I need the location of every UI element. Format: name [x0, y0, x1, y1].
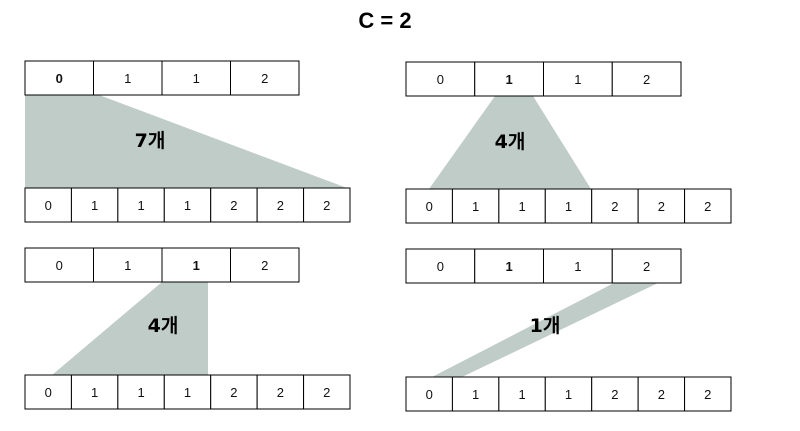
array-cell-value: 2 — [261, 71, 268, 86]
count-label-3: 1개 — [530, 315, 561, 337]
array-cell — [161, 247, 231, 283]
array-cell-value: 2 — [643, 72, 650, 87]
array-cell — [161, 60, 231, 96]
array-cell — [543, 61, 613, 97]
array-cell-value: 2 — [277, 198, 284, 213]
array-cell-value: 1 — [124, 71, 131, 86]
array-cell — [611, 248, 682, 284]
array-top-1: 0 1 1 2 — [405, 61, 682, 97]
array-cell-value: 2 — [323, 385, 330, 400]
array-cell-value: 1 — [506, 259, 513, 274]
array-cell-value: 1 — [184, 198, 191, 213]
array-cell — [405, 248, 476, 284]
array-cell-value: 1 — [565, 387, 572, 402]
array-cell — [451, 376, 500, 412]
array-cell — [256, 187, 305, 223]
array-cell — [474, 248, 544, 284]
array-cell-value: 1 — [472, 199, 479, 214]
array-cell-value: 2 — [643, 259, 650, 274]
array-cell — [163, 374, 212, 410]
array-cell-value: 1 — [193, 71, 200, 86]
array-cell-value: 2 — [230, 385, 237, 400]
array-cell — [230, 60, 300, 96]
array-cell-value: 0 — [437, 72, 444, 87]
array-cell — [210, 187, 258, 223]
array-top-3: 0 1 1 2 — [405, 248, 682, 284]
array-cell-value: 2 — [323, 198, 330, 213]
array-cell — [684, 188, 732, 224]
array-cell — [544, 188, 593, 224]
array-cell-value: 1 — [574, 72, 581, 87]
diagram-title: C = 2 — [358, 8, 412, 33]
array-cell-value: 1 — [472, 387, 479, 402]
array-cell — [70, 374, 119, 410]
array-top-0: 0 1 1 2 — [24, 60, 300, 96]
array-cell — [24, 187, 72, 223]
array-cell-value: 1 — [91, 385, 98, 400]
array-cell — [303, 374, 351, 410]
array-cell — [637, 188, 686, 224]
array-cell — [498, 188, 546, 224]
array-cell-value: 1 — [193, 258, 200, 273]
array-cell — [117, 374, 165, 410]
range-shade-0 — [25, 95, 347, 188]
array-cell-value: 2 — [704, 199, 711, 214]
array-cell — [230, 247, 300, 283]
array-cell — [70, 187, 119, 223]
array-cell-value: 2 — [261, 258, 268, 273]
array-cell-value: 1 — [124, 258, 131, 273]
count-label-0: 7개 — [135, 130, 166, 152]
array-top-2: 0 1 1 2 — [24, 247, 300, 283]
array-cell — [24, 374, 72, 410]
count-label-1: 4개 — [495, 131, 526, 153]
array-cell-value: 1 — [506, 72, 513, 87]
array-cell — [93, 247, 163, 283]
array-cell-value: 2 — [277, 385, 284, 400]
array-cell — [93, 60, 163, 96]
array-cell-value: 1 — [137, 385, 144, 400]
array-cell-value: 0 — [45, 385, 52, 400]
array-cell-value: 1 — [518, 199, 525, 214]
count-label-2: 4개 — [148, 315, 179, 337]
array-cell — [24, 60, 94, 96]
array-bottom-3: 0 1 1 1 2 2 2 — [405, 376, 732, 412]
array-cell — [405, 376, 453, 412]
array-cell-value: 2 — [611, 199, 618, 214]
array-cell-value: 0 — [45, 198, 52, 213]
array-cell — [611, 61, 682, 97]
array-cell — [591, 376, 639, 412]
array-cell-value: 2 — [704, 387, 711, 402]
array-bottom-2: 0 1 1 1 2 2 2 — [24, 374, 351, 410]
array-bottom-0: 0 1 1 1 2 2 2 — [24, 187, 351, 223]
array-cell — [303, 187, 351, 223]
array-cell-value: 0 — [437, 259, 444, 274]
array-cell-value: 0 — [56, 258, 63, 273]
array-cell-value: 1 — [184, 385, 191, 400]
array-cell — [591, 188, 639, 224]
array-cell — [405, 61, 476, 97]
array-cell-value: 2 — [230, 198, 237, 213]
array-cell — [474, 61, 544, 97]
array-cell-value: 1 — [137, 198, 144, 213]
array-cell-value: 0 — [56, 71, 63, 86]
array-bottom-1: 0 1 1 1 2 2 2 — [405, 188, 732, 224]
array-cell — [637, 376, 686, 412]
array-cell-value: 0 — [426, 199, 433, 214]
array-cell-value: 1 — [574, 259, 581, 274]
array-cell — [684, 376, 732, 412]
array-cell-value: 2 — [658, 387, 665, 402]
array-cell-value: 0 — [426, 387, 433, 402]
array-cell-value: 1 — [91, 198, 98, 213]
range-shade-3 — [432, 283, 658, 377]
array-cell-value: 2 — [611, 387, 618, 402]
range-shade-2 — [52, 282, 208, 375]
array-cell-value: 2 — [658, 199, 665, 214]
range-shade-1 — [429, 96, 591, 189]
array-cell-value: 1 — [518, 387, 525, 402]
array-cell — [163, 187, 212, 223]
array-cell — [544, 376, 593, 412]
array-cell-value: 1 — [565, 199, 572, 214]
array-cell — [543, 248, 613, 284]
